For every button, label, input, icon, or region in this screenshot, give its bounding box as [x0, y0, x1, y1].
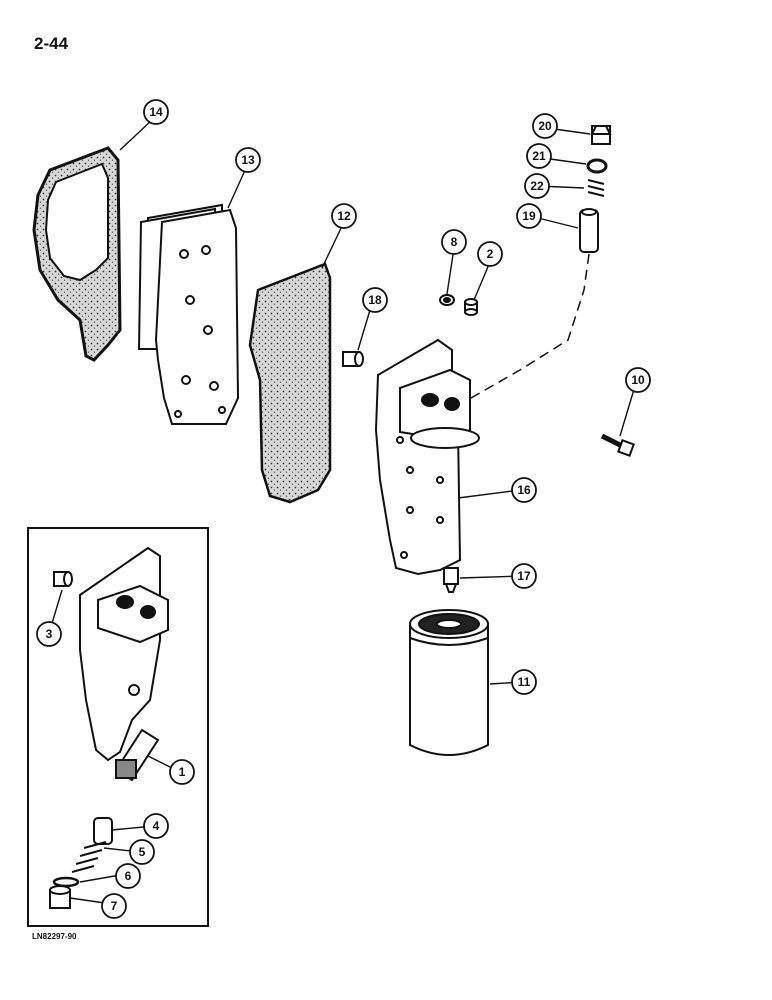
- plug-18: [342, 351, 364, 367]
- callout-6-label: 6: [125, 869, 132, 883]
- callout-5-label: 5: [139, 845, 146, 859]
- filter-head-16: [374, 338, 480, 576]
- callout-4-label: 4: [153, 819, 160, 833]
- callout-13-label: 13: [241, 153, 255, 167]
- callout-18-label: 18: [368, 293, 382, 307]
- callout-1: [169, 759, 195, 785]
- callout-11-label: 11: [518, 675, 531, 689]
- callout-1-label: 1: [179, 765, 186, 779]
- inset-valve-1: [114, 728, 160, 782]
- callout-22-label: 22: [530, 179, 544, 193]
- fitting-17: [443, 567, 459, 593]
- gasket-14: [32, 146, 122, 362]
- inset-valve-4: [93, 817, 113, 845]
- callout-8-label: 8: [451, 235, 458, 249]
- callout-21-label: 21: [532, 149, 546, 163]
- valve-19: [579, 208, 599, 253]
- assembly-dashed-line: [449, 253, 590, 411]
- callout-17-label: 17: [517, 569, 531, 583]
- callout-10: [625, 367, 651, 393]
- plug-8: [439, 294, 455, 306]
- callout-3: [36, 621, 62, 647]
- plug-20: [590, 125, 612, 145]
- callout-18: [362, 287, 388, 313]
- callout-8: [441, 229, 467, 255]
- inset-frame: [27, 527, 209, 927]
- inset-washer-6: [52, 876, 80, 888]
- callout-16-label: 16: [517, 483, 531, 497]
- callout-19: [516, 203, 542, 229]
- callout-2-label: 2: [487, 247, 494, 261]
- callout-22: [524, 173, 550, 199]
- callout-21: [526, 143, 552, 169]
- o-ring-21: [586, 158, 608, 174]
- spring-22: [587, 179, 605, 197]
- oil-cooler-13: [137, 203, 240, 425]
- callout-20-label: 20: [538, 119, 552, 133]
- plug-2: [464, 298, 478, 316]
- callout-7: [101, 893, 127, 919]
- inset-plug-7: [49, 885, 71, 909]
- callout-16: [511, 477, 537, 503]
- callout-20: [532, 113, 558, 139]
- callout-13: [235, 147, 261, 173]
- callout-6: [115, 863, 141, 889]
- inset-plug-3: [53, 571, 73, 587]
- callout-5: [129, 839, 155, 865]
- callout-12-label: 12: [337, 209, 351, 223]
- inset-spring-5: [71, 841, 107, 873]
- callout-11: [511, 669, 537, 695]
- callout-14-label: 14: [149, 105, 163, 119]
- callout-10-label: 10: [631, 373, 645, 387]
- callout-14: [143, 99, 169, 125]
- bolt-10: [600, 433, 635, 457]
- callout-4: [143, 813, 169, 839]
- gasket-12: [248, 262, 332, 504]
- callout-12: [331, 203, 357, 229]
- figure-id: LN82297-90: [32, 932, 77, 941]
- page-number: 2-44: [34, 34, 69, 53]
- oil-filter-11: [409, 609, 489, 756]
- callout-3-label: 3: [46, 627, 53, 641]
- inset-filter-head: [79, 546, 169, 762]
- callout-2: [477, 241, 503, 267]
- callout-7-label: 7: [111, 899, 118, 913]
- callout-19-label: 19: [522, 209, 536, 223]
- callout-17: [511, 563, 537, 589]
